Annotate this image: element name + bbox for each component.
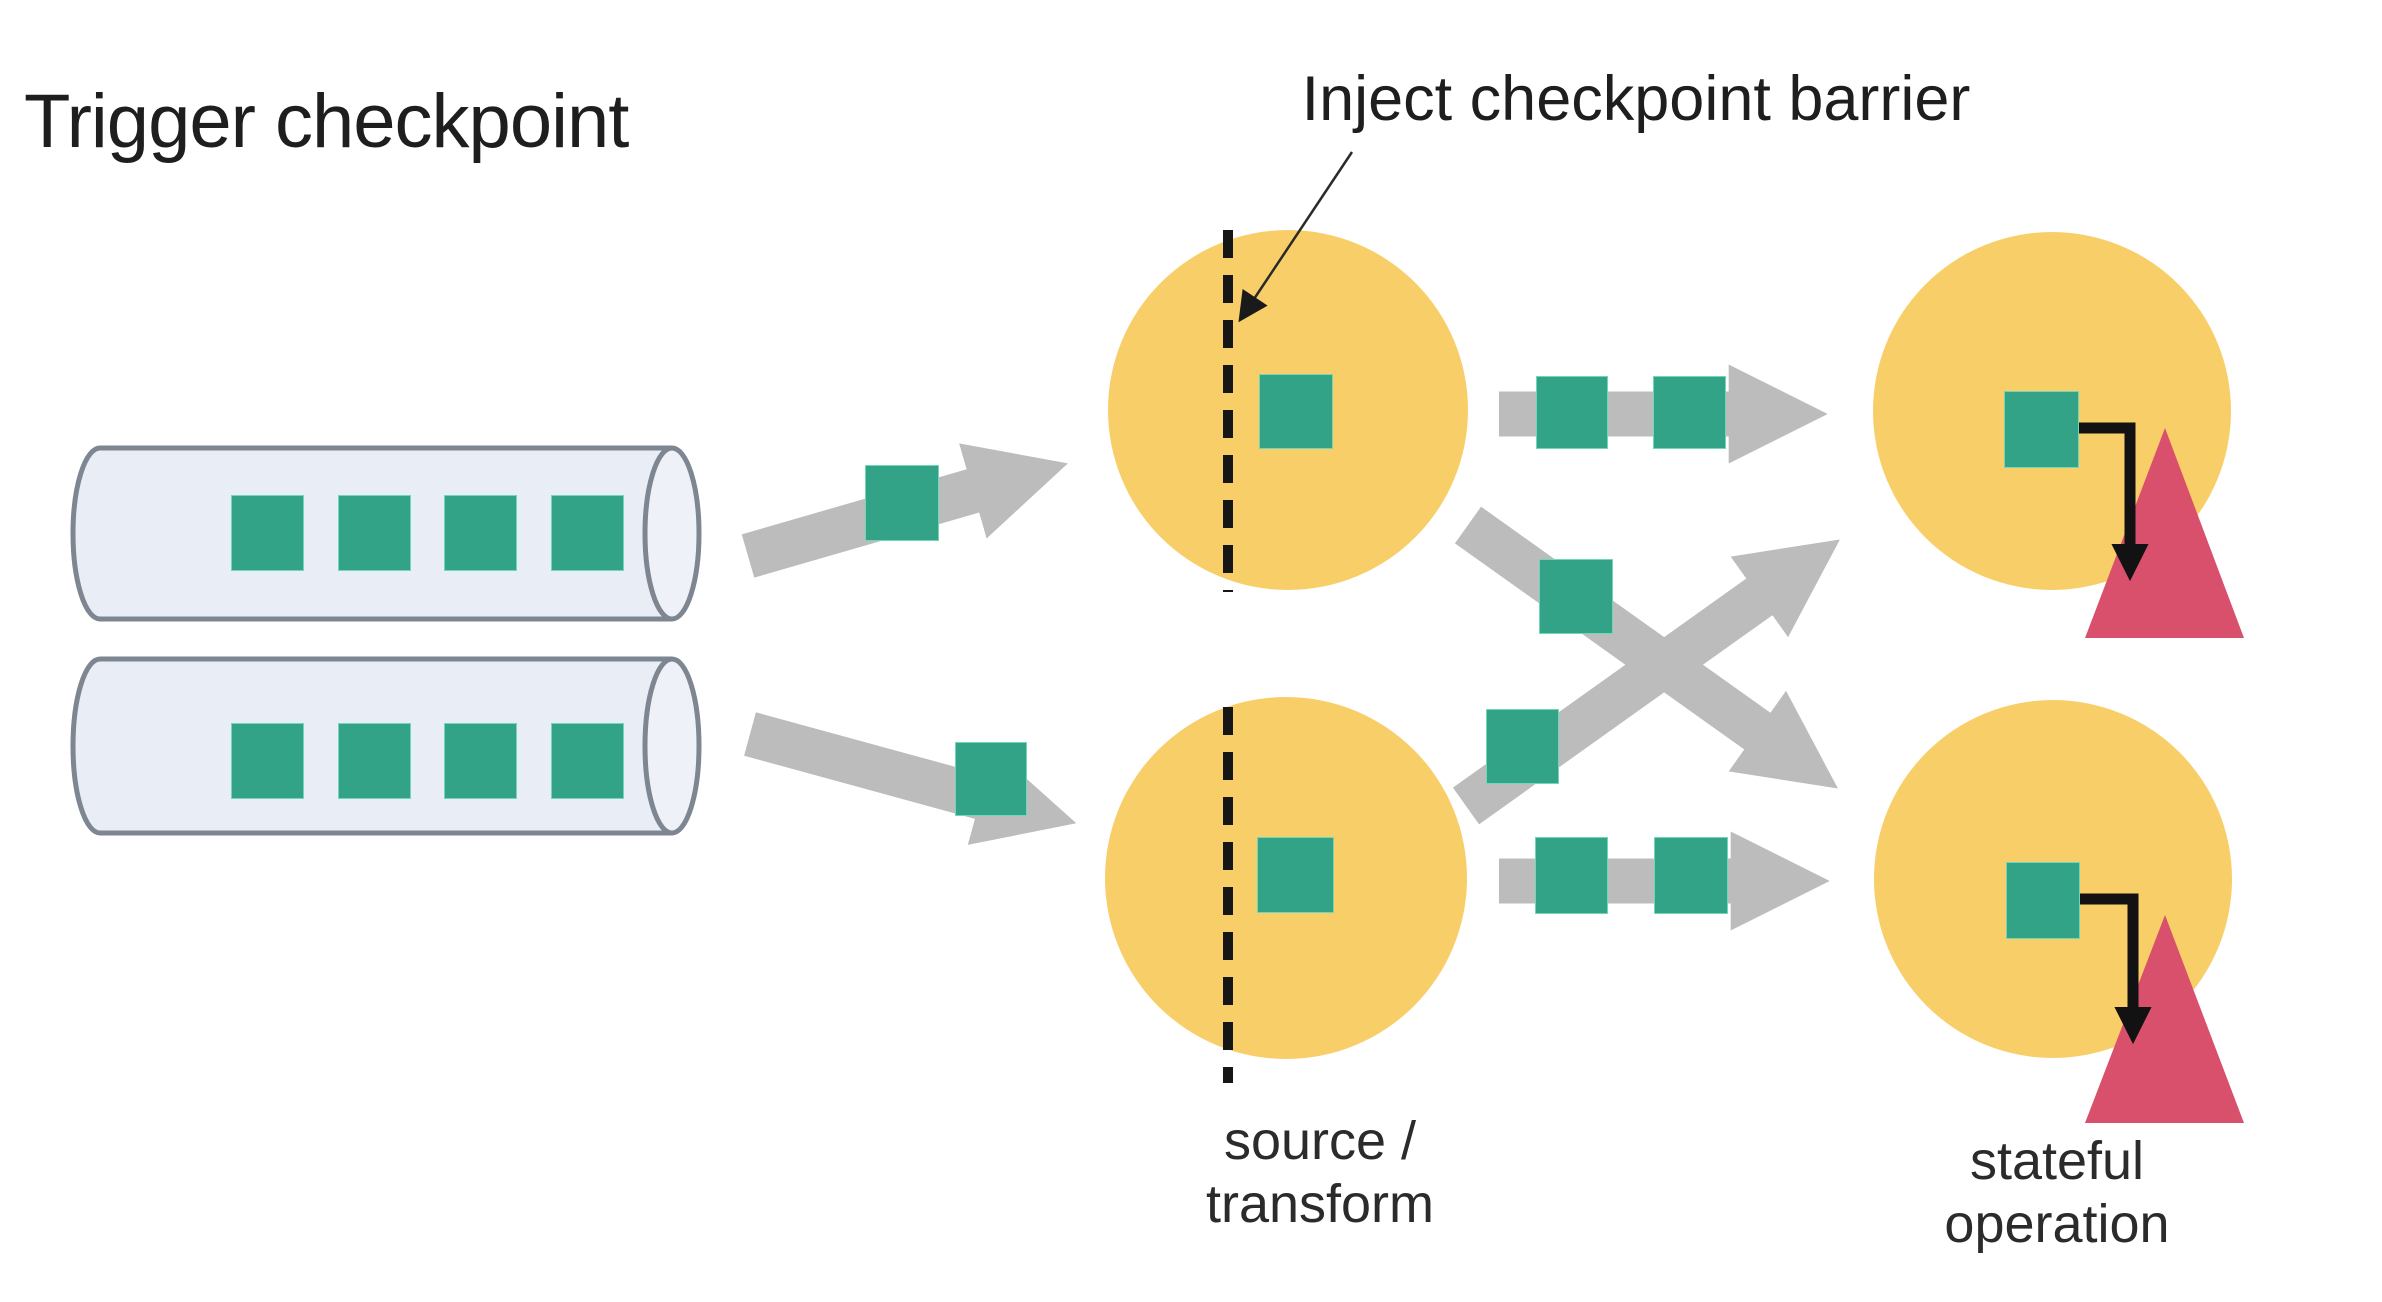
record-square [865,465,939,541]
input-queue-bottom [70,656,702,836]
inject-checkpoint-barrier-label: Inject checkpoint barrier [1301,64,1971,134]
source-transform-label: source / transform [1206,1110,1434,1236]
record-square [1654,837,1728,914]
page-title: Trigger checkpoint [24,79,629,164]
arrow-shuffle-top-to-bottom [1454,506,1838,789]
record-square [551,495,624,571]
record-square [444,723,517,799]
state-write-arrow-bottom [2074,893,2152,1045]
cylinder-cap [642,445,702,622]
record-square [444,495,517,571]
record-square [2006,862,2080,939]
input-queue-top [70,445,702,622]
state-write-arrow-top [2072,422,2149,582]
record-square [1653,376,1726,449]
cylinder-cap [642,656,702,836]
stateful-operation-label-line2: operation [1944,1194,2170,1255]
record-square [551,723,624,799]
record-square [1535,837,1608,914]
source-transform-label-line1: source / [1223,1111,1417,1171]
record-square [338,723,411,799]
record-square [231,723,304,799]
record-square [1536,376,1608,449]
arrow-queue-bottom-to-source [744,712,1077,845]
record-square [955,742,1027,816]
inject-annotation-arrow [1238,151,1354,323]
source-transform-label-line2: transform [1205,1174,1435,1235]
record-square [1257,837,1334,913]
arrow-queue-top-to-source [741,443,1068,578]
record-square [338,495,411,571]
record-square [231,495,304,571]
record-square [1259,374,1333,449]
state-triangle-top [2085,428,2244,638]
record-square [2004,391,2079,468]
record-square [1539,559,1613,634]
state-triangle-bottom [2085,915,2244,1123]
record-square [1486,709,1559,784]
stateful-operation-label: stateful operation [1944,1130,2169,1256]
stateful-operation-label-line1: stateful [1969,1131,2145,1191]
